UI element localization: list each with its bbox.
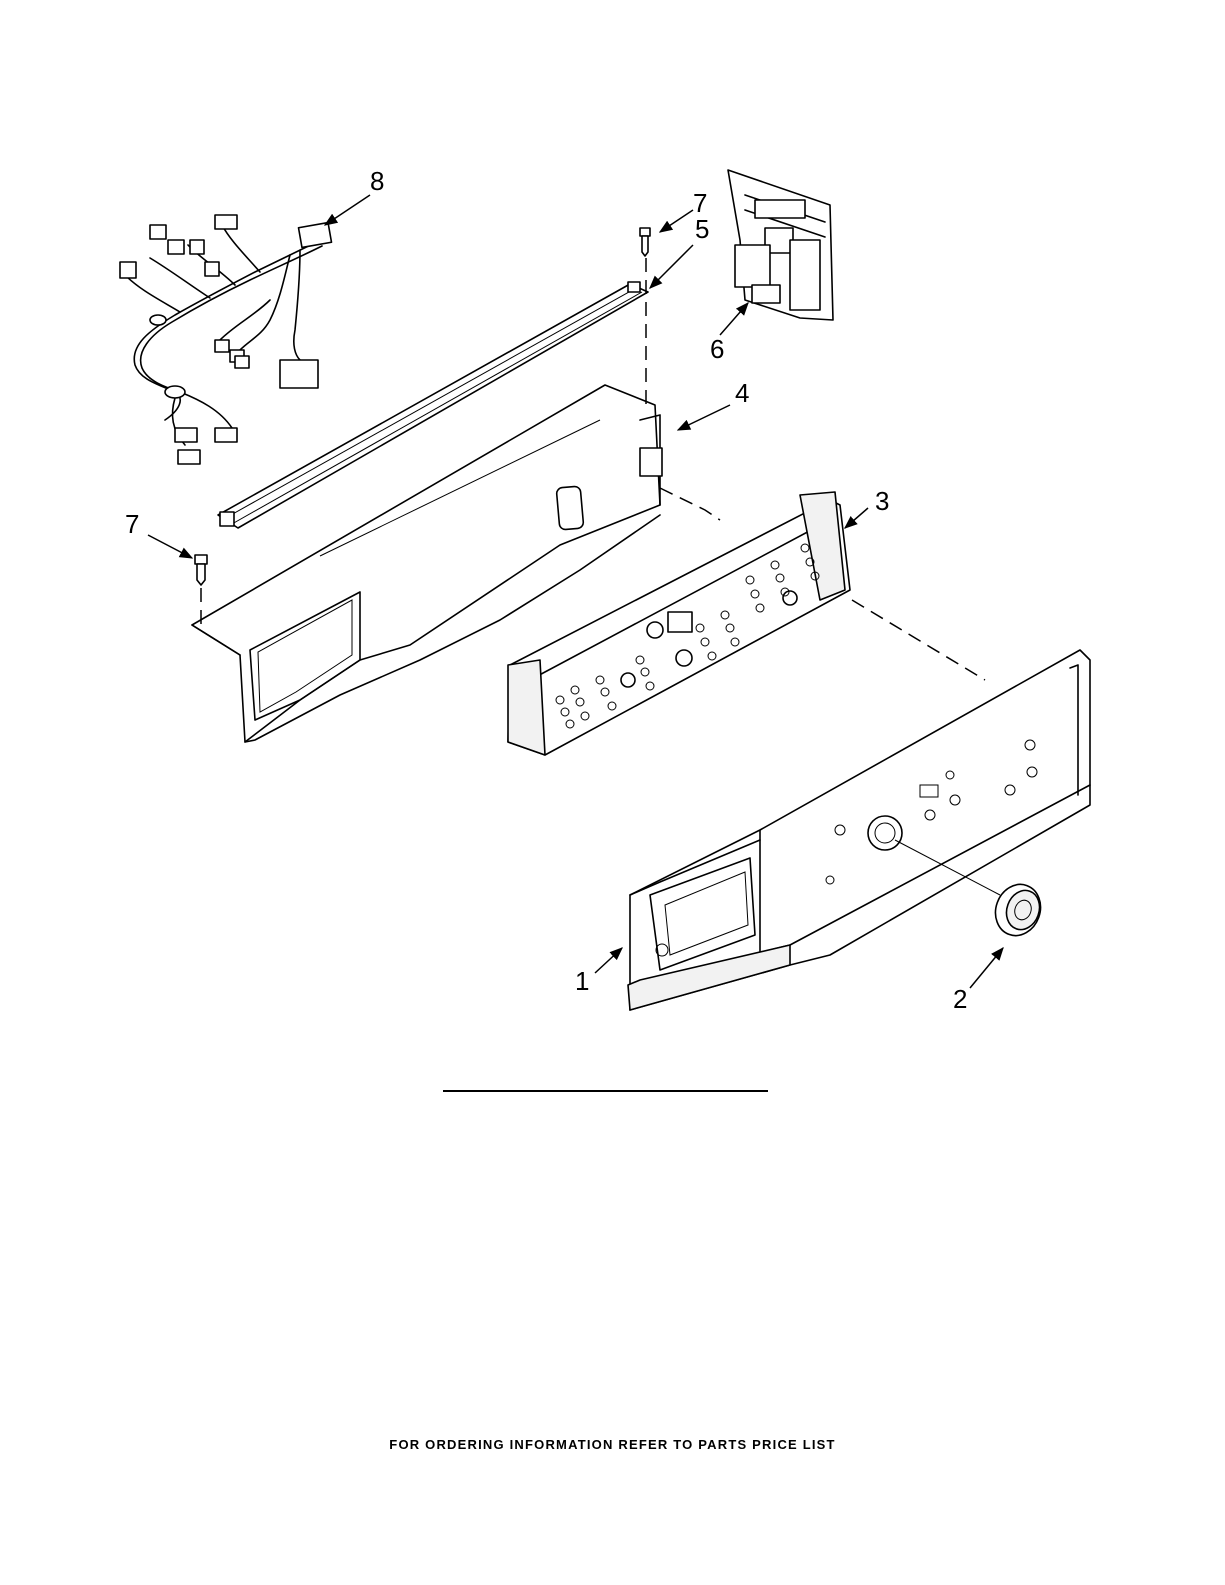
separator-rule xyxy=(443,1090,768,1092)
console-front-part-1 xyxy=(628,650,1090,1010)
screw-part-7-top xyxy=(640,228,650,256)
control-module-part-6 xyxy=(728,170,833,320)
callout-2: 2 xyxy=(953,984,967,1014)
callout-1: 1 xyxy=(575,966,589,996)
callout-4: 4 xyxy=(735,378,749,408)
callout-6: 6 xyxy=(710,334,724,364)
callout-7b: 7 xyxy=(125,509,139,539)
wire-harness-part-8 xyxy=(120,215,332,464)
callout-3: 3 xyxy=(875,486,889,516)
callout-8: 8 xyxy=(370,166,384,196)
footer-note: FOR ORDERING INFORMATION REFER TO PARTS … xyxy=(0,1437,1225,1452)
knob-part-2 xyxy=(988,878,1047,942)
screw-part-7-left xyxy=(195,555,207,585)
callout-5: 5 xyxy=(695,214,709,244)
